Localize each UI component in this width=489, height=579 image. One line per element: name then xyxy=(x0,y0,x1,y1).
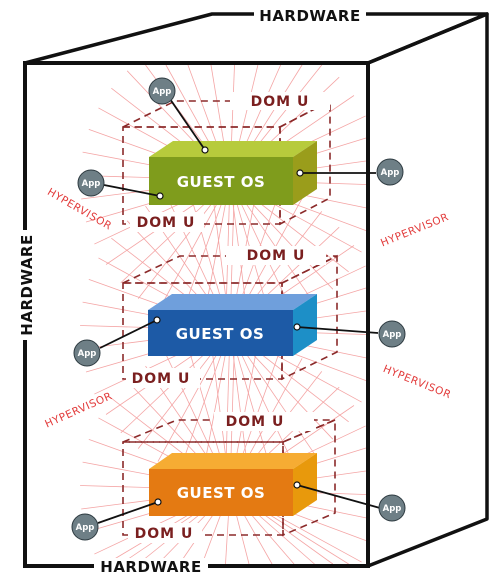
app-badge: App xyxy=(73,339,101,367)
domain-2: DOM U DOM U GUEST OS App App xyxy=(73,246,406,388)
hardware-left-label: HARDWARE xyxy=(18,234,36,335)
app-label: App xyxy=(153,87,172,97)
guest-os-1-label: GUEST OS xyxy=(177,173,266,191)
dom-u-3-bottom-label: DOM U xyxy=(135,526,194,542)
hardware-top-label-bg xyxy=(254,6,366,24)
dom-u-2-bottom-label: DOM U xyxy=(132,371,191,387)
app-badge: App xyxy=(378,494,406,522)
hardware-side-face xyxy=(366,12,489,568)
guest-os-3-front xyxy=(149,469,293,516)
guest-os-3-label: GUEST OS xyxy=(177,484,266,502)
app-label: App xyxy=(383,504,402,514)
guest-os-1-front xyxy=(149,157,293,205)
hardware-top-label-group: HARDWARE xyxy=(254,6,366,25)
hypervisor-label-upper-left: HYPERVISOR xyxy=(45,186,114,233)
dom-u-3-top-label-bg xyxy=(214,412,314,431)
app-badge: App xyxy=(71,513,99,541)
guest-os-3-top xyxy=(149,453,317,469)
hardware-left-label-bg xyxy=(16,230,36,340)
hardware-bottom-label-bg xyxy=(94,558,208,576)
app-label: App xyxy=(82,179,101,189)
hardware-bottom-label: HARDWARE xyxy=(100,558,201,574)
dom-u-1-top-label-bg xyxy=(230,92,330,110)
hardware-left-label-group: HARDWARE xyxy=(16,230,36,340)
guest-os-1-top xyxy=(149,141,317,157)
app-badge: App xyxy=(376,158,404,186)
hardware-bottom-label-group: HARDWARE xyxy=(94,558,208,576)
guest-os-2-side xyxy=(293,294,317,356)
dom-u-2-top-label-bg xyxy=(226,246,326,265)
hypervisor-label-lower-right: HYPERVISOR xyxy=(381,363,453,401)
guest-os-2-label: GUEST OS xyxy=(176,325,265,343)
app-badge: App xyxy=(77,169,105,197)
domain-1: DOM U DOM U GUEST OS App App App xyxy=(77,77,404,232)
guest-os-2-front xyxy=(148,310,293,356)
hardware-top-label: HARDWARE xyxy=(259,7,360,25)
app-label: App xyxy=(76,523,95,533)
guest-os-2: GUEST OS xyxy=(148,294,317,356)
dom-u-3-top-label: DOM U xyxy=(226,414,285,430)
hypervisor-label-upper-right: HYPERVISOR xyxy=(379,211,451,249)
dom-u-2-top-label: DOM U xyxy=(247,248,306,264)
guest-os-2-top xyxy=(148,294,317,310)
guest-os-1: GUEST OS xyxy=(149,141,317,205)
app-label: App xyxy=(383,330,402,340)
app-label: App xyxy=(78,349,97,359)
dom-u-1-bottom-label-bg xyxy=(130,212,204,232)
app-badge: App xyxy=(148,77,176,105)
dom-u-2-bottom-label-bg xyxy=(126,368,200,388)
domain-3: DOM U DOM U GUEST OS App App xyxy=(71,412,406,543)
guest-os-3-side xyxy=(293,453,317,516)
guest-os-3: GUEST OS xyxy=(149,453,317,516)
dom-u-1-bottom-label: DOM U xyxy=(137,215,196,231)
app-label: App xyxy=(381,168,400,178)
dom-u-3-bottom-label-bg xyxy=(128,523,202,543)
dom-u-1-top-label: DOM U xyxy=(251,94,310,110)
hypervisor-label-lower-left: HYPERVISOR xyxy=(43,390,114,430)
app-badge: App xyxy=(378,320,406,348)
